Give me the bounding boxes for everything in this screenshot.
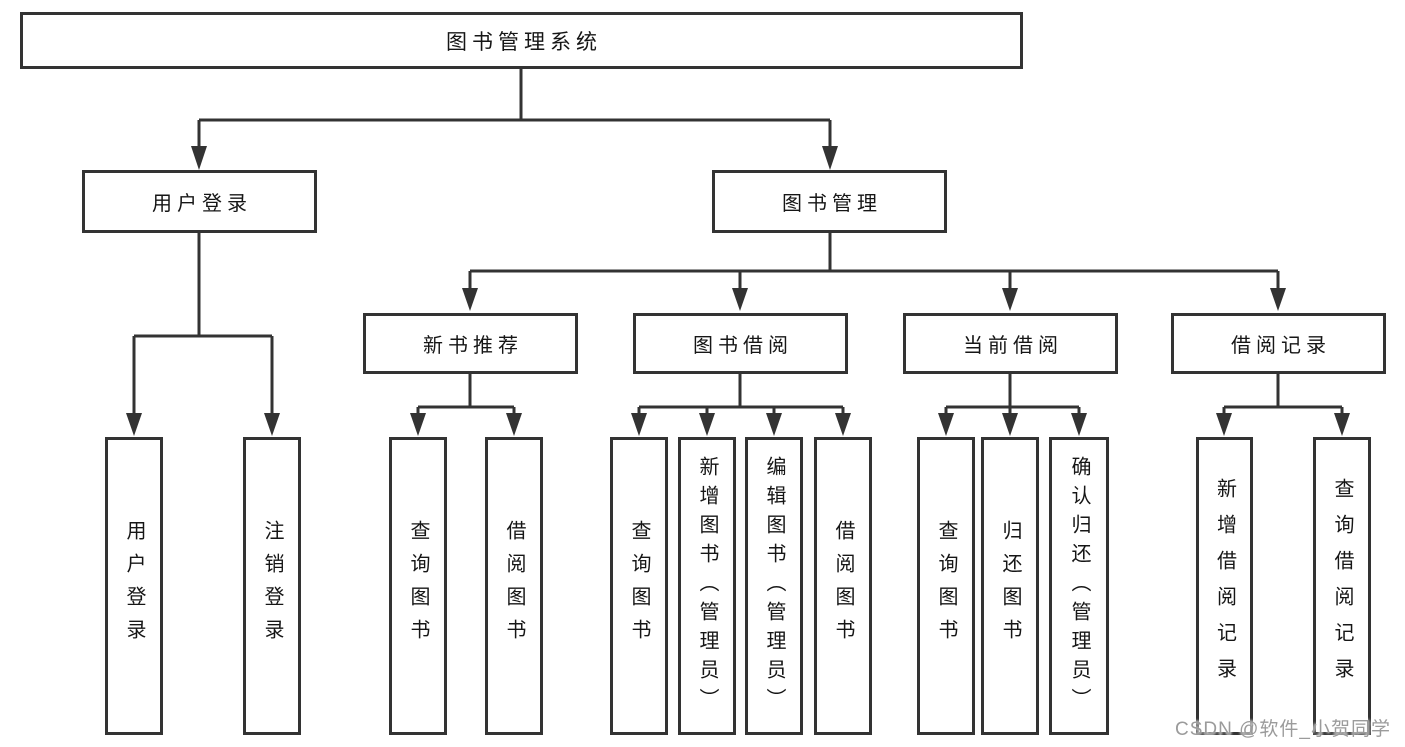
leaf-bb-borrow-book: 借阅图书 <box>814 437 872 735</box>
node-user-login: 用户登录 <box>82 170 317 233</box>
leaf-br-add-record: 新增借阅记录 <box>1196 437 1253 735</box>
node-user-login-label: 用户登录 <box>152 193 252 215</box>
leaf-user-login-label: 用户登录 <box>123 520 145 652</box>
leaf-br-query-record-label: 查询借阅记录 <box>1331 478 1353 694</box>
leaf-cb-query-book-label: 查询图书 <box>935 520 957 652</box>
node-current-borrowing-label: 当前借阅 <box>963 335 1063 357</box>
leaf-nbr-borrow-book: 借阅图书 <box>485 437 543 735</box>
leaf-br-query-record: 查询借阅记录 <box>1313 437 1371 735</box>
leaf-bb-edit-book-admin: 编辑图书（管理员） <box>745 437 803 735</box>
node-root-label: 图书管理系统 <box>446 30 602 54</box>
leaf-logout: 注销登录 <box>243 437 301 735</box>
leaf-cb-confirm-return-admin-label: 确认归还（管理员） <box>1068 455 1090 717</box>
node-borrowing-records-label: 借阅记录 <box>1231 335 1331 357</box>
leaf-nbr-borrow-book-label: 借阅图书 <box>503 520 525 652</box>
node-book-borrowing-label: 图书借阅 <box>693 335 793 357</box>
leaf-bb-add-book-admin-label: 新增图书（管理员） <box>696 455 718 717</box>
node-book-borrowing: 图书借阅 <box>633 313 848 374</box>
leaf-nbr-query-book: 查询图书 <box>389 437 447 735</box>
node-new-book-recommendation-label: 新书推荐 <box>423 335 523 357</box>
node-book-management-label: 图书管理 <box>782 193 882 215</box>
watermark: CSDN @软件_小贺同学 <box>1175 719 1391 740</box>
node-book-management: 图书管理 <box>712 170 947 233</box>
leaf-bb-query-book-label: 查询图书 <box>628 520 650 652</box>
leaf-bb-borrow-book-label: 借阅图书 <box>832 520 854 652</box>
leaf-bb-query-book: 查询图书 <box>610 437 668 735</box>
leaf-nbr-query-book-label: 查询图书 <box>407 520 429 652</box>
leaf-cb-confirm-return-admin: 确认归还（管理员） <box>1049 437 1109 735</box>
leaf-cb-query-book: 查询图书 <box>917 437 975 735</box>
node-root: 图书管理系统 <box>20 12 1023 69</box>
leaf-br-add-record-label: 新增借阅记录 <box>1213 478 1236 694</box>
leaf-bb-edit-book-admin-label: 编辑图书（管理员） <box>763 455 785 717</box>
node-borrowing-records: 借阅记录 <box>1171 313 1386 374</box>
leaf-cb-return-book-label: 归还图书 <box>999 520 1021 652</box>
leaf-user-login: 用户登录 <box>105 437 163 735</box>
leaf-bb-add-book-admin: 新增图书（管理员） <box>678 437 736 735</box>
leaf-cb-return-book: 归还图书 <box>981 437 1039 735</box>
node-current-borrowing: 当前借阅 <box>903 313 1118 374</box>
node-new-book-recommendation: 新书推荐 <box>363 313 578 374</box>
leaf-logout-label: 注销登录 <box>261 520 283 652</box>
